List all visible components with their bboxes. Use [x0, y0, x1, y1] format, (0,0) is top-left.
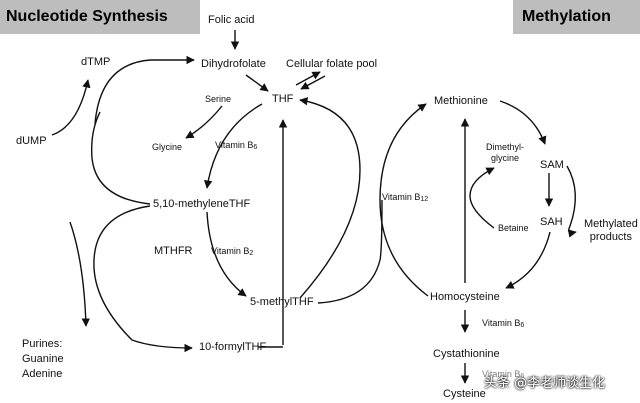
arrow-betaine-to-dimethylglycine [469, 167, 495, 229]
arrow-methylene-to-methyl [206, 211, 247, 297]
arc-methylene-left-upper [90, 111, 151, 205]
node-cellular-folate-pool: Cellular folate pool [286, 58, 378, 70]
cofactor-b12: Vitamin B12 [382, 192, 429, 203]
node-dump: dUMP [16, 135, 47, 147]
cofactor-b2: Vitamin B2 [211, 246, 254, 257]
header-nucleotide-synthesis: Nucleotide Synthesis [0, 0, 200, 34]
node-serine: Serine [205, 94, 232, 104]
cofactor-b6-cystathionine: Vitamin B6 [482, 369, 525, 380]
arrow-serine-to-glycine [185, 105, 223, 139]
arrow-to-purines [69, 221, 90, 327]
node-betaine: Betaine [498, 223, 529, 233]
node-folic-acid: Folic acid [208, 14, 255, 26]
node-cysteine: Cysteine [443, 388, 486, 400]
arc-methylene-left-lower [93, 205, 193, 353]
cofactor-b6-thf: Vitamin B6 [215, 140, 258, 151]
arc-methyl-to-thf [299, 97, 361, 299]
node-sam: SAM [540, 159, 564, 171]
arc-dump-to-dtmp [51, 79, 91, 136]
node-methyl-thf: 5-methylTHF [250, 296, 314, 308]
arc-dtmp-to-dhf [94, 55, 195, 125]
node-thf: THF [272, 93, 294, 105]
arrow-thf-to-pool [295, 71, 321, 86]
watermark: 头条 @李老师谈生化 [484, 376, 606, 391]
arrow-sah-to-homocysteine [505, 231, 551, 289]
node-sah: SAH [540, 216, 563, 228]
node-mthfr: MTHFR [154, 245, 193, 257]
cofactor-b6-homocysteine: Vitamin B6 [482, 318, 525, 329]
node-methylene-thf: 5,10-methyleneTHF [153, 198, 251, 210]
node-cystathionine: Cystathionine [433, 348, 500, 360]
node-methionine: Methionine [434, 95, 488, 107]
arrow-methionine-to-sam [499, 100, 547, 145]
arrow-dhf-to-thf [245, 74, 269, 92]
node-dimethylglycine: Dimethyl- glycine [486, 142, 525, 163]
node-dtmp: dTMP [81, 56, 111, 68]
node-purines: Purines: Guanine Adenine [22, 338, 64, 380]
node-methylated-products: Methylated products [584, 218, 638, 243]
node-glycine: Glycine [152, 142, 183, 152]
node-formyl-thf: 10-formylTHF [199, 341, 267, 353]
arrow-methyl-to-homocysteine [317, 199, 383, 304]
arrow-to-methylated-products [566, 165, 577, 238]
arc-homocysteine-to-methionine [379, 103, 429, 297]
header-methylation: Methylation [513, 0, 640, 34]
arrow-thf-to-methylene [204, 103, 263, 189]
node-dihydrofolate: Dihydrofolate [201, 58, 266, 70]
node-homocysteine: Homocysteine [430, 291, 500, 303]
arrow-pool-to-thf [300, 75, 326, 90]
